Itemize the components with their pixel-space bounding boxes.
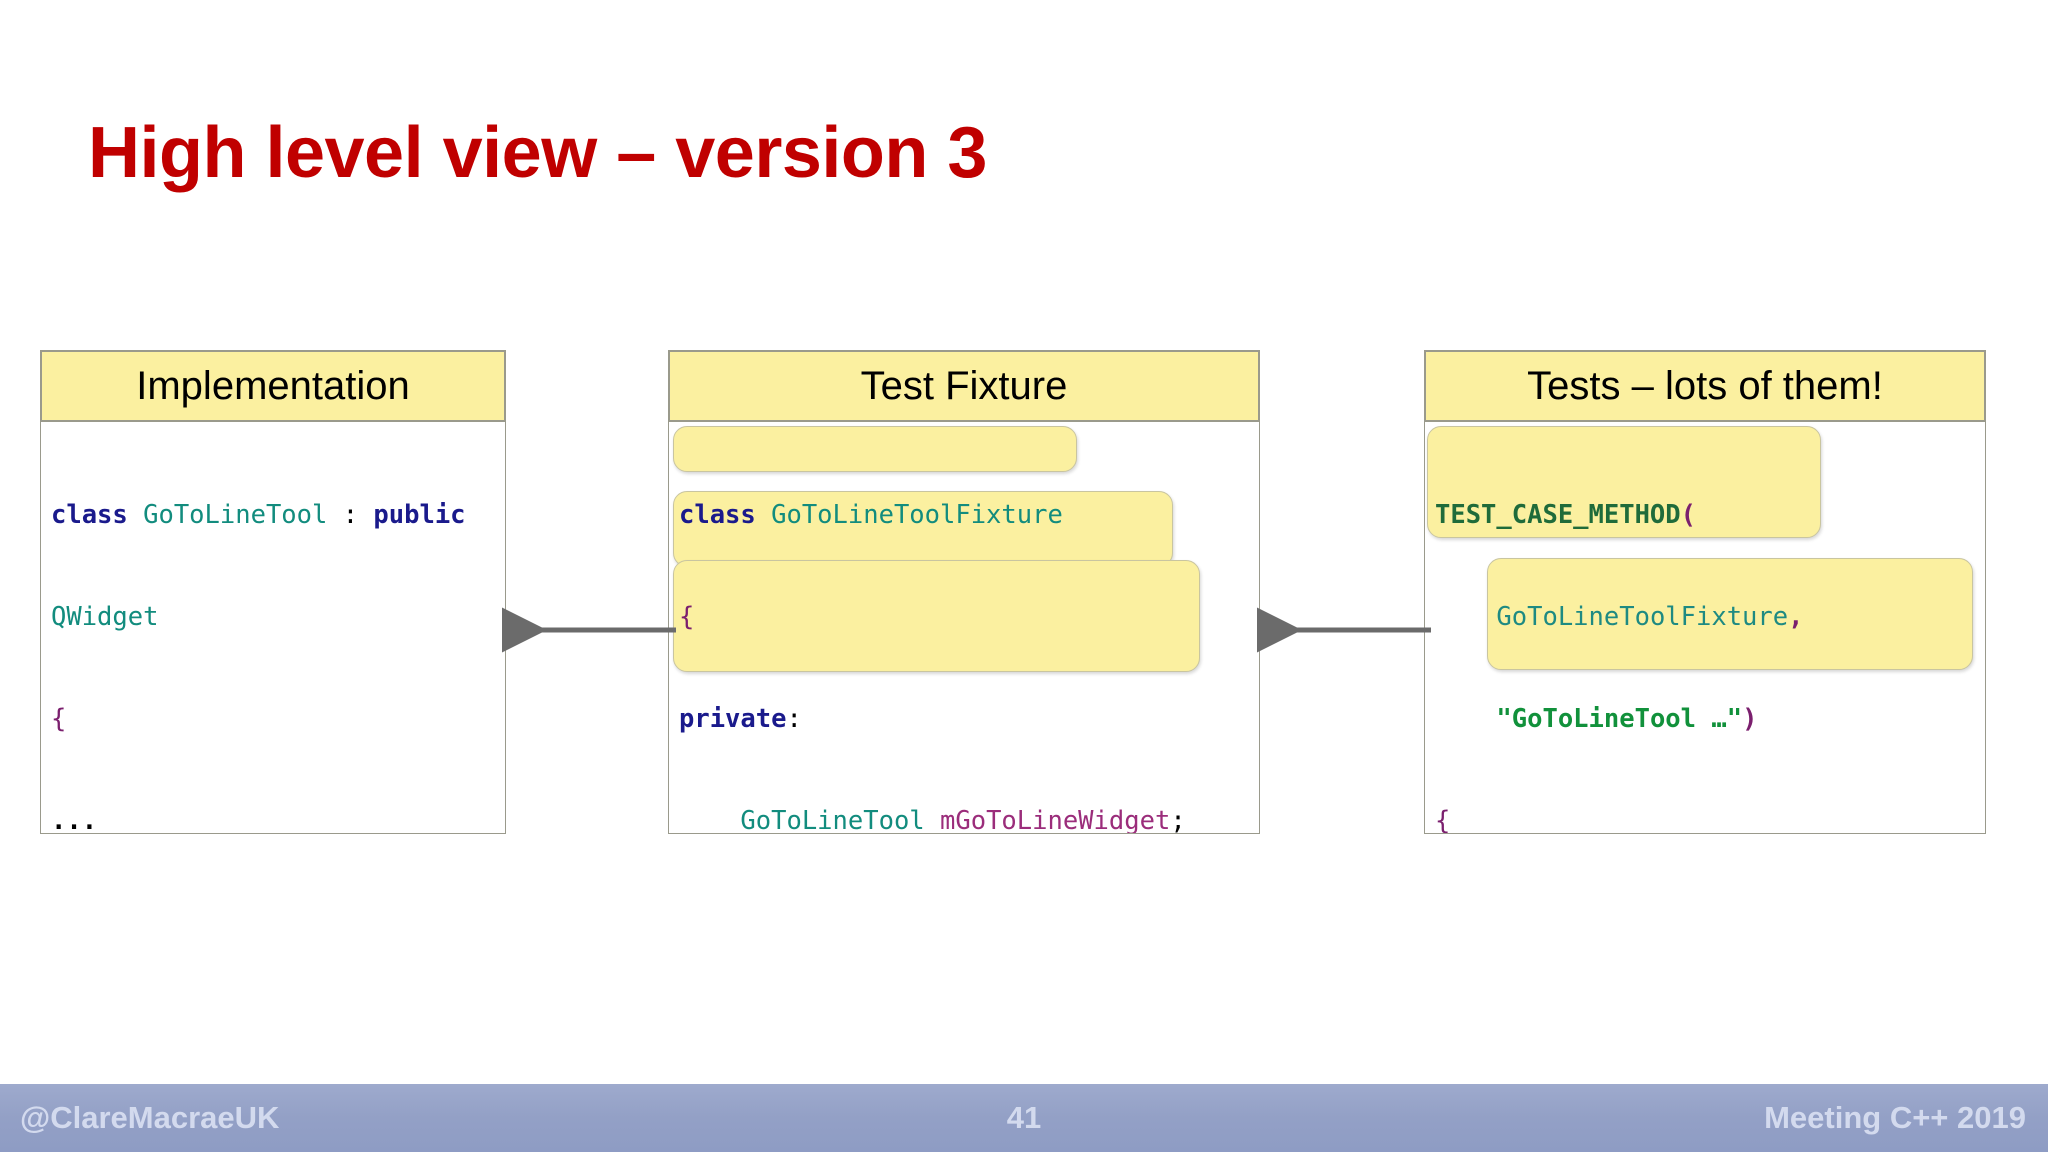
footer-bar: @ClareMacraeUK 41 Meeting C++ 2019 [0, 1084, 2048, 1152]
panel-test-fixture: Test Fixture class GoToLineToolFixture {… [668, 350, 1260, 834]
code-line: class GoToLineTool : public [51, 500, 466, 530]
panel-tests-body: TEST_CASE_METHOD( GoToLineToolFixture, "… [1424, 422, 1986, 834]
panel-test-fixture-title: Test Fixture [860, 364, 1068, 408]
code-block-implementation: class GoToLineTool : public QWidget { ..… [41, 422, 505, 833]
code-line: ... [51, 806, 98, 834]
panel-tests-header: Tests – lots of them! [1424, 350, 1986, 422]
panel-implementation: Implementation class GoToLineTool : publ… [40, 350, 506, 834]
code-block-test-fixture: class GoToLineToolFixture { private: GoT… [669, 422, 1259, 833]
code-line: TEST_CASE_METHOD( [1435, 500, 1696, 530]
panel-implementation-title: Implementation [136, 364, 410, 408]
code-line: GoToLineTool mGoToLineWidget; [740, 806, 1186, 834]
panel-test-fixture-body: class GoToLineToolFixture { private: GoT… [668, 422, 1260, 834]
panel-tests-title: Tests – lots of them! [1527, 364, 1883, 408]
footer-twitter-handle: @ClareMacraeUK [20, 1100, 280, 1135]
footer-event-name: Meeting C++ 2019 [1764, 1100, 2026, 1135]
code-highlight-test-case [1427, 426, 1821, 538]
panel-implementation-header: Implementation [40, 350, 506, 422]
code-line: { [1435, 806, 1451, 834]
code-block-tests: TEST_CASE_METHOD( GoToLineToolFixture, "… [1425, 422, 1985, 833]
code-line: "GoToLineTool …") [1496, 704, 1758, 734]
code-highlight-public [673, 560, 1200, 672]
code-line: private: [679, 704, 802, 734]
code-line: QWidget [51, 602, 159, 632]
code-line: GoToLineToolFixture, [1496, 602, 1804, 632]
arrow-tests-to-fixture [1257, 607, 1431, 653]
code-line: { [51, 704, 67, 734]
page-title: High level view – version 3 [88, 113, 987, 193]
code-highlight-test-body [1487, 558, 1973, 670]
code-highlight-class [673, 426, 1077, 472]
arrow-fixture-to-implementation [502, 607, 676, 653]
footer-page-number: 41 [1006, 1100, 1042, 1135]
panel-tests: Tests – lots of them! TEST_CASE_METHOD( … [1424, 350, 1986, 834]
code-highlight-private [673, 491, 1173, 567]
code-line: class GoToLineToolFixture [679, 500, 1063, 530]
panel-test-fixture-header: Test Fixture [668, 350, 1260, 422]
panel-implementation-body: class GoToLineTool : public QWidget { ..… [40, 422, 506, 834]
code-line: { [679, 602, 695, 632]
